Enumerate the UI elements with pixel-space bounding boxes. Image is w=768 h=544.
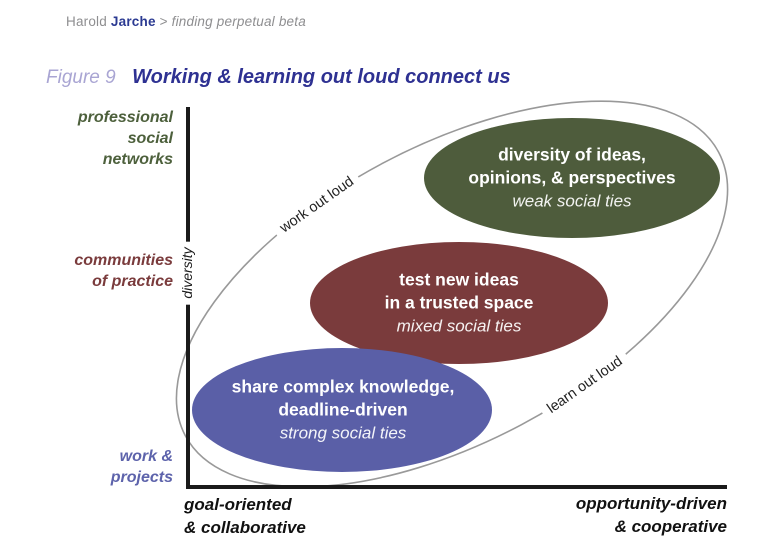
ytick-line: projects [110, 469, 173, 486]
breadcrumb: Harold Jarche > finding perpetual beta [66, 14, 306, 29]
ellipse-text-line: share complex knowledge, [231, 376, 455, 397]
author-last-name: Jarche [110, 14, 156, 29]
ytick-professional-social-networks: professional social networks [0, 107, 173, 170]
ellipse-text-professional-networks: diversity of ideas, opinions, & perspect… [417, 144, 727, 213]
x-axis-label-left: goal-oriented & collaborative [184, 493, 306, 539]
breadcrumb-separator: > [159, 14, 168, 29]
ellipse-text-work-projects: share complex knowledge, deadline-driven… [188, 376, 498, 445]
loop-ellipse [175, 100, 729, 488]
ytick-line: of practice [92, 273, 173, 290]
ytick-line: communities [74, 252, 173, 269]
ellipse-text-subline: weak social ties [512, 191, 632, 211]
x-axis-label-line: opportunity-driven [575, 494, 727, 513]
ellipse-text-line: in a trusted space [384, 292, 534, 313]
ellipse-text-communities-of-practice: test new ideas in a trusted space mixed … [304, 269, 614, 338]
figure-label: Figure 9 [46, 67, 116, 88]
ellipse-communities-of-practice [310, 242, 608, 364]
ytick-line: professional [77, 109, 173, 126]
ellipse-text-subline: mixed social ties [396, 316, 522, 336]
ellipse-professional-networks [424, 118, 720, 238]
ytick-communities-of-practice: communities of practice [0, 250, 173, 292]
ellipse-text-subline: strong social ties [279, 423, 407, 443]
ytick-line: work & [119, 448, 173, 465]
x-axis-label-line: & collaborative [184, 518, 306, 537]
ellipse-text-line: opinions, & perspectives [468, 167, 676, 188]
axes-line [186, 107, 727, 489]
y-axis-label: diversity [178, 241, 196, 305]
ytick-line: social [127, 130, 173, 147]
ytick-line: networks [102, 151, 173, 168]
x-axis-label-right: opportunity-driven & cooperative [427, 492, 727, 538]
x-axis-label-line: goal-oriented [184, 495, 292, 514]
site-title: finding perpetual beta [171, 14, 306, 29]
ellipse-text-line: deadline-driven [278, 399, 408, 420]
author-first-name: Harold [66, 14, 107, 29]
ytick-work-projects: work & projects [0, 446, 173, 488]
ellipse-text-line: diversity of ideas, [498, 144, 646, 165]
page-title: Working & learning out loud connect us [132, 66, 511, 88]
ellipse-text-line: test new ideas [399, 269, 519, 290]
x-axis-label-line: & cooperative [614, 517, 727, 536]
figure-title-row: Figure 9 Working & learning out loud con… [46, 66, 511, 89]
ellipse-work-projects [192, 348, 492, 472]
